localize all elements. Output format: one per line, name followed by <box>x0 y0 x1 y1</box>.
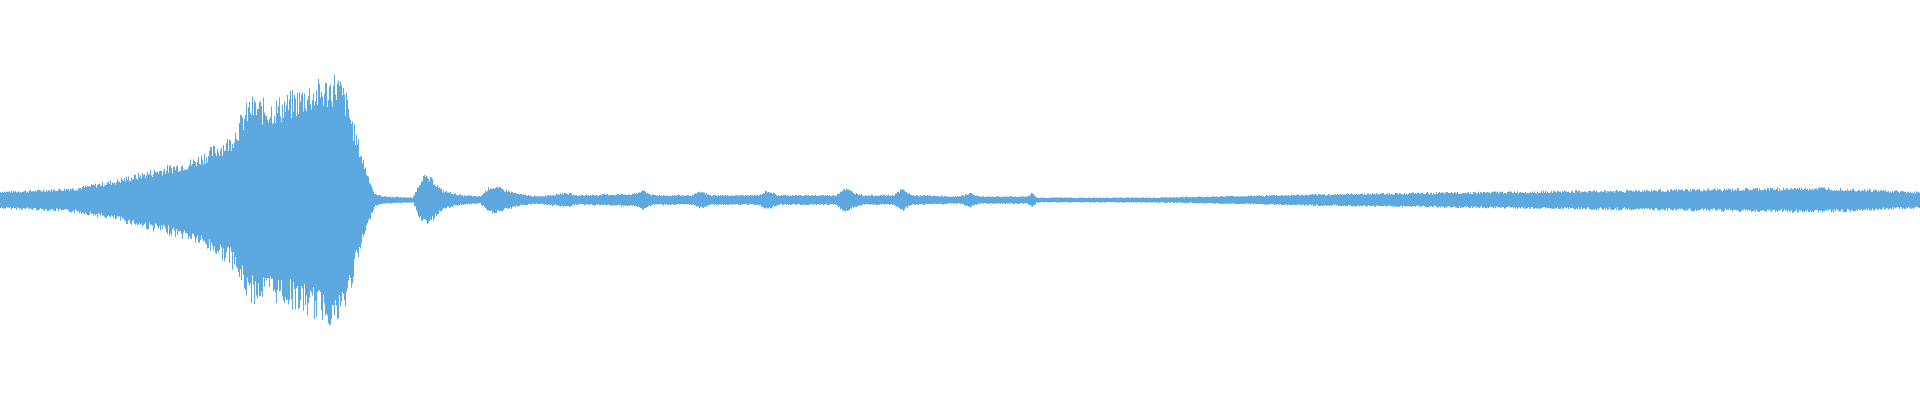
waveform-graphic <box>0 74 1920 326</box>
